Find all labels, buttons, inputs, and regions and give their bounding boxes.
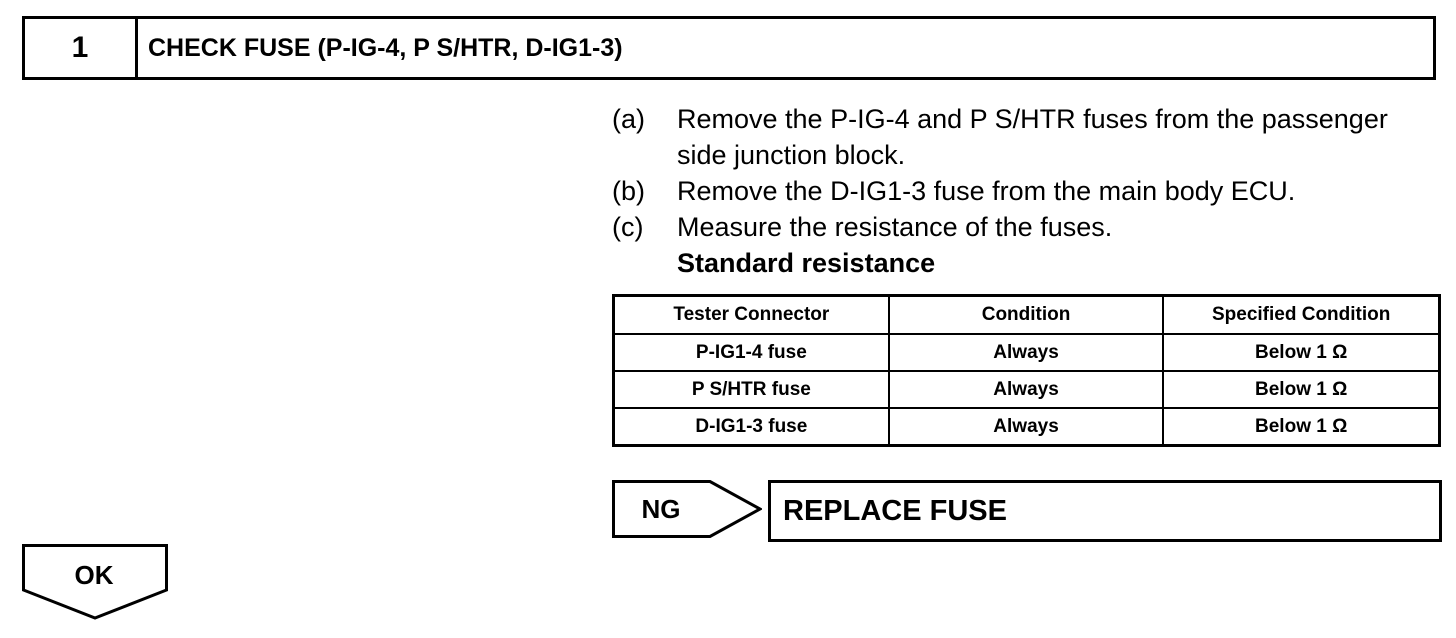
step-title: CHECK FUSE (P-IG-4, P S/HTR, D-IG1-3): [148, 33, 623, 62]
instruction-item: (b) Remove the D-IG1-3 fuse from the mai…: [612, 173, 1412, 209]
instructions: (a) Remove the P-IG-4 and P S/HTR fuses …: [612, 101, 1412, 281]
instruction-item: (c) Measure the resistance of the fuses.: [612, 209, 1412, 245]
standard-heading: Standard resistance: [677, 248, 936, 278]
instruction-text: Remove the D-IG1-3 fuse from the main bo…: [677, 176, 1296, 206]
column-header: Specified Condition: [1162, 294, 1442, 335]
table-row: P S/HTR fuse Always Below 1 Ω: [611, 370, 1442, 409]
instruction-text: Remove the P-IG-4 and P S/HTR fuses from…: [677, 104, 1388, 170]
column-header: Tester Connector: [611, 294, 890, 335]
column-header: Condition: [887, 294, 1165, 335]
ng-label: NG: [641, 493, 681, 524]
table-cell: P-IG1-4 fuse: [611, 333, 890, 372]
table-cell: D-IG1-3 fuse: [611, 407, 890, 447]
table-row: P-IG1-4 fuse Always Below 1 Ω: [611, 333, 1442, 372]
instruction-letter: (a): [612, 104, 645, 134]
step-header: 1 CHECK FUSE (P-IG-4, P S/HTR, D-IG1-3): [22, 16, 1436, 80]
table-header-row: Tester Connector Condition Specified Con…: [611, 294, 1442, 335]
table-cell: Always: [887, 370, 1165, 409]
instruction-letter: (b): [612, 176, 645, 206]
ng-result-box: REPLACE FUSE: [768, 480, 1442, 542]
resistance-table: Tester Connector Condition Specified Con…: [611, 294, 1442, 447]
table-cell: Always: [887, 407, 1165, 447]
instruction-text: Measure the resistance of the fuses.: [677, 212, 1113, 242]
instruction-letter: (c): [612, 212, 644, 242]
table-cell: Always: [887, 333, 1165, 372]
table-cell: Below 1 Ω: [1162, 407, 1442, 447]
table-row: D-IG1-3 fuse Always Below 1 Ω: [611, 407, 1442, 447]
ok-arrow-icon: [22, 544, 168, 620]
table-cell: Below 1 Ω: [1162, 333, 1442, 372]
ng-arrow-icon: [612, 480, 762, 538]
step-number: 1: [25, 19, 138, 77]
table-cell: P S/HTR fuse: [611, 370, 890, 409]
table-cell: Below 1 Ω: [1162, 370, 1442, 409]
instruction-item: (a) Remove the P-IG-4 and P S/HTR fuses …: [612, 101, 1412, 173]
ok-label: OK: [74, 559, 114, 590]
